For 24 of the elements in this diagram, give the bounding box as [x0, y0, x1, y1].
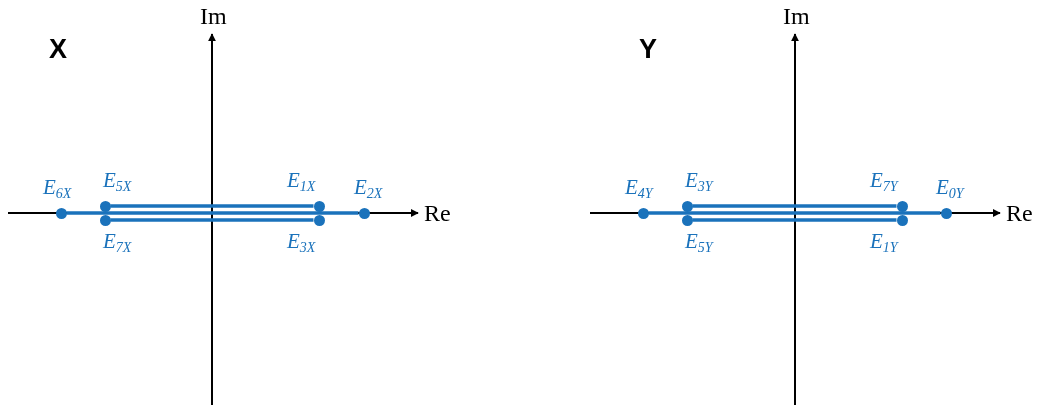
line-segment	[66, 211, 359, 215]
point-label: E$_{5Y}$	[685, 228, 713, 253]
axis-label: Re	[424, 201, 451, 225]
point-label: E$_{1X}$	[287, 168, 316, 192]
plane-title: X	[49, 36, 67, 63]
point-label: E$_{3Y}$	[685, 168, 713, 192]
line-segment	[692, 218, 897, 222]
line-segment	[110, 218, 314, 222]
point-label: E$_{5X}$	[103, 168, 132, 192]
point-label: E$_{7Y}$	[870, 168, 898, 192]
axis-label: Re	[1006, 201, 1033, 225]
point-label: E$_{2X}$	[354, 175, 383, 199]
point-label: E$_{4Y}$	[625, 175, 653, 199]
point-label: E$_{3X}$	[287, 228, 316, 253]
axis-label: Im	[200, 4, 227, 28]
point-label: E$_{7X}$	[103, 228, 132, 253]
line-segment	[648, 211, 941, 215]
point-label: E$_{1Y}$	[870, 228, 898, 253]
axis-label: Im	[783, 4, 810, 28]
point-label: E$_{6X}$	[43, 175, 72, 199]
point-label: E$_{0Y}$	[936, 175, 964, 199]
plane-title: Y	[639, 36, 657, 63]
line-segment	[110, 204, 314, 208]
line-segment	[692, 204, 897, 208]
